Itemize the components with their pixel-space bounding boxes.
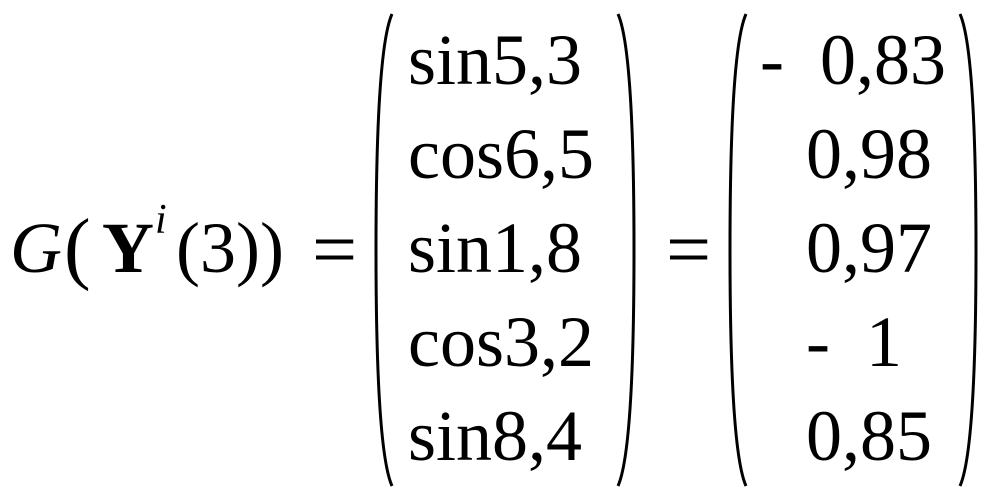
left-vector-close-paren (616, 13, 636, 487)
right-vector-entry: 0,97 (806, 208, 932, 288)
argument: (3)) (176, 208, 284, 288)
left-vector-entry: cos6,5 (408, 114, 594, 194)
open-paren: ( (64, 204, 91, 292)
function-symbol: G (10, 208, 62, 288)
superscript-index: i (155, 197, 167, 243)
right-vector-entry: - 0,83 (760, 20, 946, 100)
left-vector-entry: sin8,4 (408, 396, 583, 476)
left-vector-entry: sin5,3 (408, 20, 583, 100)
right-vector-entry: - 1 (806, 302, 902, 382)
right-vector-close-paren (958, 13, 978, 487)
left-vector-entry: cos3,2 (408, 302, 594, 382)
right-vector-open-paren (728, 13, 748, 487)
vector-symbol: Y (102, 208, 154, 288)
right-vector-entry: 0,85 (806, 396, 932, 476)
equals-sign-2: = (666, 206, 712, 294)
left-vector-open-paren (374, 13, 394, 487)
equals-sign-1: = (312, 206, 358, 294)
right-vector-entry: 0,98 (806, 114, 932, 194)
left-vector-entry: sin1,8 (408, 208, 583, 288)
